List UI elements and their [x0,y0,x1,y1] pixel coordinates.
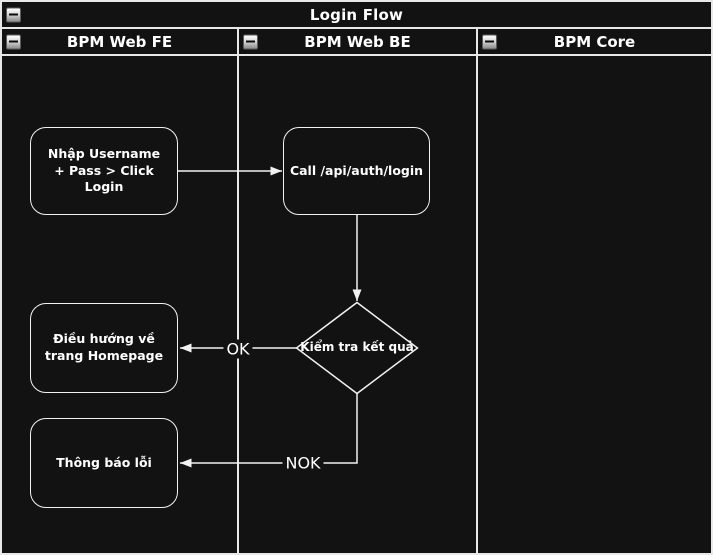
minus-icon [9,40,18,43]
node-call-login-api[interactable]: Call /api/auth/login [283,127,430,215]
lane-title-be: BPM Web BE [304,32,411,51]
minus-icon [246,40,255,43]
lane-title-fe: BPM Web FE [66,32,173,51]
minus-icon [9,13,18,16]
collapse-pool-button[interactable] [6,7,21,22]
minus-icon [485,40,494,43]
lane-title-core: BPM Core [553,32,636,51]
lane-divider-1 [237,56,239,553]
edge-check-nok-to-error [180,393,358,468]
node-label: Điều hướng về trang Homepage [44,331,164,363]
edge-label-nok[interactable]: NOK [282,453,324,473]
lane-divider-2 [476,56,478,553]
collapse-lane-fe-button[interactable] [6,34,21,49]
pool-title: Login Flow [309,5,404,24]
lane-header-bpm-core[interactable]: BPM Core [478,29,711,54]
node-label: Thông báo lỗi [56,454,152,470]
node-label: Nhập Username + Pass > Click Login [47,145,161,195]
edge-label-ok[interactable]: OK [223,339,253,359]
lane-header-row: BPM Web FE BPM Web BE BPM Core [2,29,711,56]
lane-header-bpm-web-be[interactable]: BPM Web BE [239,29,478,54]
node-enter-credentials[interactable]: Nhập Username + Pass > Click Login [30,127,178,215]
pool-titlebar[interactable]: Login Flow [2,2,711,29]
lane-header-bpm-web-fe[interactable]: BPM Web FE [2,29,239,54]
node-label: Call /api/auth/login [289,162,424,178]
node-show-error[interactable]: Thông báo lỗi [30,418,178,508]
collapse-lane-be-button[interactable] [243,34,258,49]
node-check-result-label: Kiểm tra kết quả [300,340,414,354]
node-redirect-homepage[interactable]: Điều hướng về trang Homepage [30,303,178,393]
collapse-lane-core-button[interactable] [482,34,497,49]
